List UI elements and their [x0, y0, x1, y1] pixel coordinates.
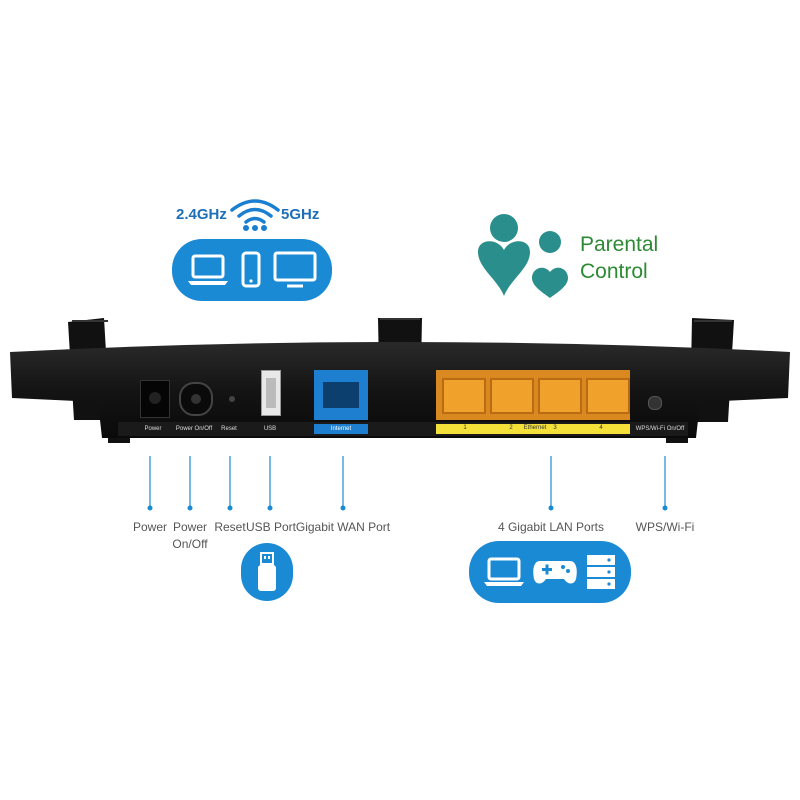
caption-power: Power: [132, 520, 167, 534]
parental-control-label: Parental Control: [580, 231, 658, 285]
panel-label-power-onoff: Power On/Off: [175, 426, 213, 432]
laptop-icon: [484, 557, 524, 586]
server-icon: [587, 555, 615, 589]
panel-label-lan4: 4: [599, 425, 603, 431]
parental-control-logo: [478, 214, 568, 298]
antenna-right: [694, 320, 732, 322]
callout-lines: [147, 456, 668, 511]
panel-label-reset: Reset: [221, 426, 237, 432]
lan-devices-badge: [469, 541, 631, 603]
lan-ports-block: [436, 370, 630, 420]
parental-control-line1: Parental: [580, 233, 659, 256]
lan-port-3: [538, 378, 582, 414]
router-foot-right: [666, 438, 688, 443]
lan-label-strip: [436, 424, 630, 434]
usb-drive-icon: [258, 552, 276, 591]
lan-port-1: [442, 378, 486, 414]
wps-button[interactable]: [648, 396, 662, 410]
band-2-4ghz-label: 2.4GHz: [176, 206, 227, 223]
caption-usb: USB Port: [246, 520, 297, 534]
caption-power-onoff: Power On/Off: [166, 519, 214, 553]
panel-label-lan2: 2: [509, 425, 513, 431]
antenna-center: [380, 318, 420, 320]
caption-power-onoff-line1: Power: [172, 520, 207, 534]
panel-label-wps: WPS/Wi-Fi On/Off: [635, 426, 685, 432]
panel-label-ethernet: Ethernet: [523, 425, 547, 431]
caption-reset: Reset: [214, 520, 246, 534]
caption-wan: Gigabit WAN Port: [295, 520, 391, 534]
power-port: [140, 380, 170, 418]
caption-power-onoff-line2: On/Off: [172, 537, 208, 551]
reset-hole[interactable]: [229, 396, 235, 402]
gamepad-icon: [533, 561, 577, 584]
panel-label-lan1: 1: [463, 425, 467, 431]
lan-port-2: [490, 378, 534, 414]
wan-port: [314, 370, 368, 420]
usb-port: [261, 370, 281, 416]
power-onoff-button[interactable]: [179, 382, 213, 416]
wifi-devices-badge: [172, 239, 332, 301]
caption-wps: WPS/Wi-Fi: [635, 520, 695, 534]
wifi-icon: [230, 199, 280, 231]
usb-badge: [241, 543, 293, 601]
panel-label-lan3: 3: [553, 425, 557, 431]
lan-port-4: [586, 378, 630, 414]
band-5ghz-label: 5GHz: [281, 206, 320, 223]
parental-control-line2: Control: [580, 260, 648, 283]
caption-lan: 4 Gigabit LAN Ports: [497, 520, 605, 534]
panel-label-usb: USB: [263, 426, 277, 432]
phone-icon: [241, 251, 261, 288]
antenna-left: [72, 320, 108, 322]
laptop-icon: [188, 254, 228, 285]
monitor-icon: [273, 251, 317, 288]
panel-label-internet: Internet: [314, 424, 368, 434]
panel-label-power: Power: [144, 426, 162, 432]
router-foot-left: [108, 438, 130, 443]
